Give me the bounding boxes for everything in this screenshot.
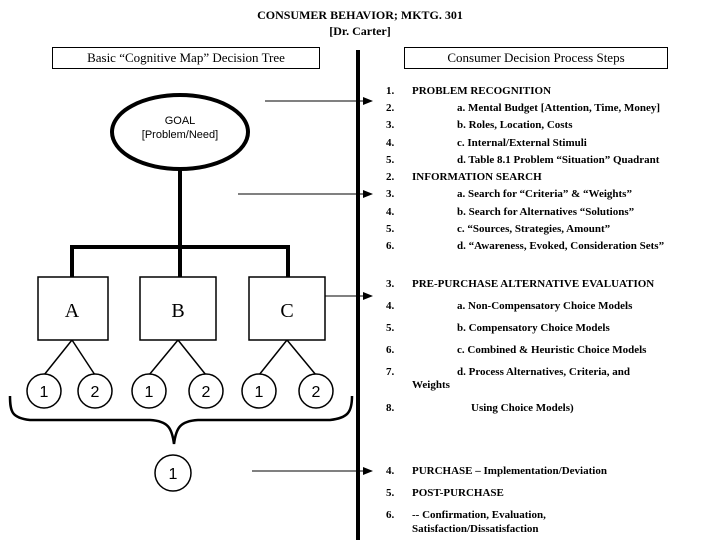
leaf-a1 [26, 373, 62, 409]
leaf-b2 [188, 373, 224, 409]
course-title: CONSUMER BEHAVIOR; MKTG. 301 [257, 8, 463, 22]
svg-text:2: 2 [91, 384, 100, 401]
step-item-continuation: Satisfaction/Dissatisfaction [412, 523, 539, 535]
svg-text:2: 2 [202, 384, 211, 401]
box-a-label: A [65, 300, 80, 322]
alternative-box-a [37, 276, 109, 341]
step-item: Using Choice Models) [471, 402, 574, 414]
step-item: d. Process Alternatives, Criteria, and [457, 366, 631, 378]
step-item: d. Table 8.1 Problem “Situation” Quadran… [457, 154, 660, 166]
step-information-search: INFORMATION SEARCH [412, 171, 542, 183]
box-c-label: C [280, 300, 293, 322]
svg-text:1: 1 [40, 384, 49, 401]
step-item: a. Mental Budget [Attention, Time, Money… [457, 102, 661, 114]
step-item-continuation: Weights [412, 379, 450, 391]
step-item: d. “Awareness, Evoked, Consideration Set… [457, 240, 665, 252]
process-steps-title: Consumer Decision Process Steps [404, 47, 668, 69]
leaf-b1 [131, 373, 167, 409]
leaf-c2 [298, 373, 334, 409]
chosen-alternative-label: 1 [169, 466, 178, 483]
step-post-purchase: POST-PURCHASE [412, 487, 504, 499]
svg-text:1: 1 [145, 384, 154, 401]
step-item: a. Non-Compensatory Choice Models [457, 300, 633, 312]
chosen-alternative-node [154, 454, 192, 492]
instructor-name: [Dr. Carter] [329, 24, 391, 38]
step-item: c. “Sources, Strategies, Amount” [457, 223, 611, 235]
step-alternative-evaluation: PRE-PURCHASE ALTERNATIVE EVALUATION [412, 278, 655, 290]
step-item: -- Confirmation, Evaluation, [412, 509, 546, 521]
step-item: c. Combined & Heuristic Choice Models [457, 344, 647, 356]
leaf-c1 [241, 373, 277, 409]
step-item: b. Search for Alternatives “Solutions” [457, 206, 635, 218]
leaf-a2 [77, 373, 113, 409]
svg-text:1: 1 [255, 384, 264, 401]
step-item: c. Internal/External Stimuli [457, 137, 587, 149]
grouping-brace [8, 395, 354, 445]
step-purchase: PURCHASE – Implementation/Deviation [412, 465, 607, 477]
step-item: b. Roles, Location, Costs [457, 119, 573, 131]
goal-sublabel: [Problem/Need] [142, 129, 218, 141]
step-problem-recognition: PROBLEM RECOGNITION [412, 85, 552, 97]
decision-tree-title: Basic “Cognitive Map” Decision Tree [52, 47, 320, 69]
step-item: b. Compensatory Choice Models [457, 322, 610, 334]
alternative-box-c [248, 276, 326, 341]
leaf-nodes: 1 2 1 2 1 2 [26, 373, 334, 409]
alternative-box-b [139, 276, 217, 341]
step-item: a. Search for “Criteria” & “Weights” [457, 188, 632, 200]
box-b-label: B [171, 300, 184, 322]
goal-label: GOAL [165, 115, 196, 127]
svg-text:2: 2 [312, 384, 321, 401]
